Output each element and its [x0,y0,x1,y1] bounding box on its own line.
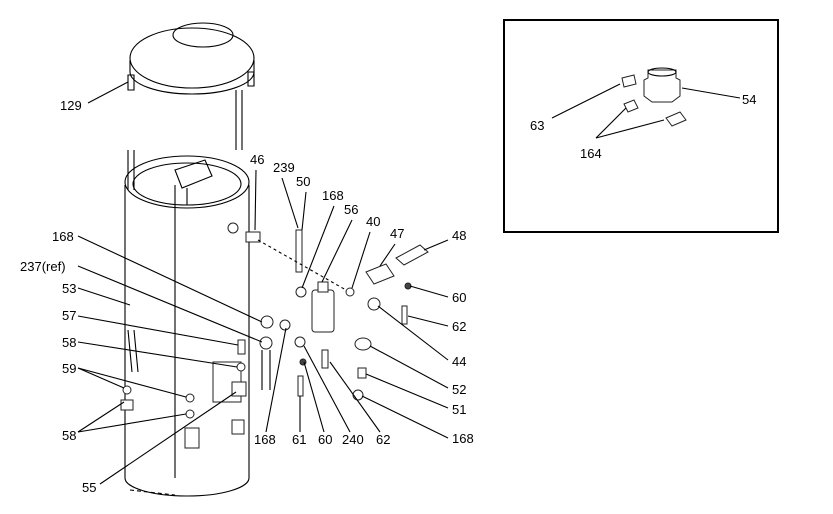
bracket-left [120,399,134,411]
part-57 [237,339,246,355]
part-58-lower [185,409,195,419]
label-168-b: 168 [452,431,474,446]
part-62-mid [321,349,329,369]
part-56-valve [311,289,335,333]
label-129: 129 [60,98,82,113]
label-51: 51 [452,402,466,417]
hose-237 [261,350,271,390]
inset-part-54 [643,69,681,103]
part-168-top [295,286,307,298]
part-56-cap [317,281,329,293]
cylinder-lid [127,22,255,150]
label-50: 50 [296,174,310,189]
part-239 [279,319,291,331]
part-62-right [401,305,408,325]
label-56: 56 [344,202,358,217]
label-61: 61 [292,432,306,447]
label-47: 47 [390,226,404,241]
label-60-a: 60 [452,290,466,305]
part-47 [365,263,395,285]
inset-part-164-a [623,99,639,113]
label-168-d: 168 [52,229,74,244]
label-168-a: 168 [322,188,344,203]
cylinder-top-rim [124,155,250,209]
part-59-b [122,385,132,395]
label-48: 48 [452,228,466,243]
part-52 [354,337,372,351]
immersion-handle [174,159,213,189]
lid-top [129,27,255,89]
inset-detail: 63 164 54 [503,19,779,233]
boss-fitting [227,222,239,234]
part-237 [259,336,273,350]
part-48 [395,244,429,266]
inset-part-164-b [665,111,687,127]
base-dashes [129,489,176,496]
label-168-c: 168 [254,432,276,447]
lid-clip-right [247,71,255,87]
label-52: 52 [452,382,466,397]
label-46: 46 [250,152,264,167]
part-168-left [260,315,274,329]
part-59-a [185,393,195,403]
part-61 [297,375,304,397]
label-57: 57 [62,308,76,323]
part-40 [345,287,355,297]
label-58-b: 58 [62,428,76,443]
label-59: 59 [62,361,76,376]
cylinder [124,150,250,497]
label-55: 55 [82,480,96,495]
part-50 [295,229,303,273]
part-44 [367,297,381,311]
part-240 [294,336,306,348]
label-239: 239 [273,160,295,175]
label-237-ref: 237(ref) [20,259,66,274]
label-58-a: 58 [62,335,76,350]
part-46 [245,231,261,243]
inset-part-54-top [647,67,677,77]
bracket-lower [184,427,200,449]
label-62-b: 62 [376,432,390,447]
vent-pipe [127,150,135,190]
label-240: 240 [342,432,364,447]
inset-label-63: 63 [530,118,544,133]
lid-clip-left [127,74,135,91]
label-40: 40 [366,214,380,229]
centre-line [257,239,347,291]
label-53: 53 [62,281,76,296]
inset-label-54: 54 [742,92,756,107]
lid-hole [172,22,234,48]
lid-rod [235,90,243,150]
label-60-b: 60 [318,432,332,447]
part-labels: 129 46 239 50 168 56 40 47 48 60 62 44 5… [20,98,474,495]
cylinder-body [124,185,250,497]
leader-lines [77,81,449,485]
part-168-lower [352,389,364,401]
label-44: 44 [452,354,466,369]
lid-side [129,60,255,95]
part-58-upper [236,362,246,372]
inset-label-164: 164 [580,146,602,161]
label-62-a: 62 [452,319,466,334]
fittings [120,229,429,435]
part-51 [357,367,367,379]
inset-part-63 [621,74,637,88]
bracket-right [231,419,245,435]
